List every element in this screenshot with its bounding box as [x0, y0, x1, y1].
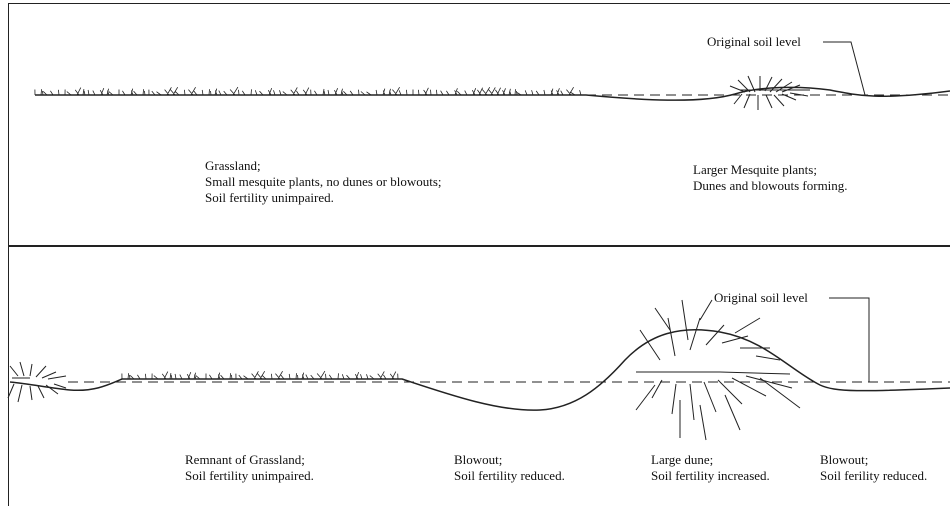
callout-original-soil-level: Original soil level: [714, 290, 808, 306]
caption-large-dune: Large dune; Soil fertility increased.: [651, 452, 770, 484]
callout-leader-bottom: [829, 298, 869, 382]
caption-blowout-right: Blowout; Soil ferility reduced.: [820, 452, 927, 484]
caption-blowout-left: Blowout; Soil fertility reduced.: [454, 452, 565, 484]
caption-remnant-grassland: Remnant of Grassland; Soil fertility uni…: [185, 452, 314, 484]
mesquite-plant-large: [636, 300, 800, 440]
ground-surface: [10, 330, 950, 410]
grass-tufts: [122, 371, 398, 379]
